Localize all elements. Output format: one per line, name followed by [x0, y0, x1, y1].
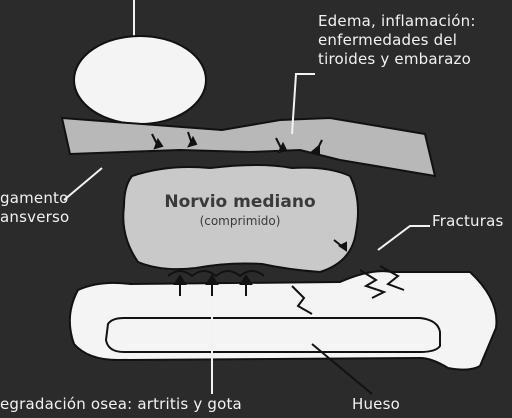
bone-label: Hueso: [352, 395, 400, 414]
edema-label-line-2: enfermedades del: [318, 31, 476, 50]
fractures-label: Fracturas: [432, 212, 504, 231]
median-nerve-subtitle: (comprimido): [150, 214, 330, 228]
ligament-label: gamento ansverso: [0, 189, 69, 227]
median-nerve-title: Norvio mediano: [150, 192, 330, 212]
carpal-bone: [70, 271, 497, 369]
edema-label-line-3: tiroides y embarazo: [318, 50, 476, 69]
ligament-label-line-1: gamento: [0, 189, 69, 208]
fractures-leader-line: [378, 226, 430, 250]
tendon-oval: [74, 36, 206, 124]
bone-degradation-label: egradación osea: artritis y gota: [0, 395, 242, 414]
bone-bumps: [168, 271, 264, 276]
edema-label: Edema, inflamación: enfermedades del tir…: [318, 12, 476, 69]
ligament-label-line-2: ansverso: [0, 208, 69, 227]
ligament-leader-line: [64, 168, 102, 200]
edema-label-line-1: Edema, inflamación:: [318, 12, 476, 31]
